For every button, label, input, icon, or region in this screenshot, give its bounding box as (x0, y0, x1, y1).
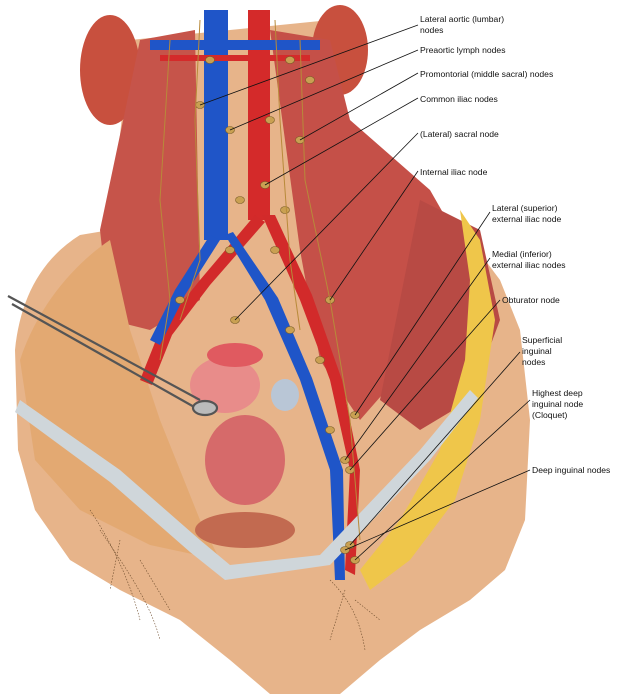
rectum (207, 343, 263, 367)
label-deep-inguinal-nodes: Deep inguinal nodes (532, 465, 611, 475)
label-lateral-aortic-nodes: Lateral aortic (lumbar) nodes (420, 14, 505, 35)
lymph-node (305, 76, 315, 84)
lymph-node (280, 206, 290, 214)
label-lateral-sacral-node: (Lateral) sacral node (420, 129, 499, 139)
left-kidney (80, 15, 140, 125)
ovary (271, 379, 299, 411)
label-lateral-external-iliac-node: Lateral (superior) external iliac node (492, 203, 562, 224)
common-iliac-vein-right (225, 232, 345, 580)
common-iliac-artery-left (140, 215, 265, 385)
label-common-iliac-nodes: Common iliac nodes (420, 94, 498, 104)
left-fat-flap (20, 240, 220, 560)
lymph-node (285, 56, 295, 64)
label-internal-iliac-node: Internal iliac node (420, 167, 488, 177)
label-obturator-node: Obturator node (502, 295, 560, 305)
uterus (190, 357, 260, 413)
forceps-instrument (7, 295, 219, 417)
label-medial-external-iliac-nodes: Medial (inferior) external iliac nodes (492, 249, 566, 270)
label-promontorial-nodes: Promontorial (middle sacral) nodes (420, 69, 554, 79)
label-superficial-inguinal-nodes: Superficial inguinal nodes (522, 335, 563, 367)
label-highest-deep-inguinal-node: Highest deep inguinal node (Cloquet) (532, 388, 584, 420)
psoas-muscle-left (100, 30, 200, 330)
leader-lines (199, 24, 531, 561)
bladder (195, 512, 295, 548)
lymph-node (265, 116, 275, 124)
lymph-node (315, 356, 325, 364)
vagina-cervix (205, 415, 285, 505)
lymph-node (175, 296, 185, 304)
renal-vein (150, 40, 320, 50)
lymph-node (205, 56, 215, 64)
aorta (248, 10, 270, 220)
renal-artery (160, 55, 310, 61)
lymph-node (285, 326, 295, 334)
lymph-node (325, 426, 335, 434)
superficial-lymphatics (89, 509, 381, 651)
label-preaortic-lymph-nodes: Preaortic lymph nodes (420, 45, 506, 55)
lymph-node (235, 196, 245, 204)
lymph-node (225, 246, 235, 254)
lymph-node (270, 246, 280, 254)
